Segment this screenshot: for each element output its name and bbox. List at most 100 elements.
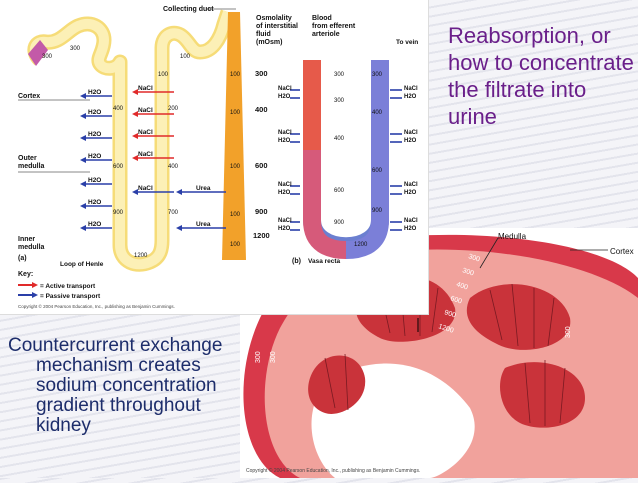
vasa-nacl-l3: NaCl bbox=[278, 182, 292, 188]
duct-value-5: 100 bbox=[230, 242, 241, 248]
blood-label-2: from efferent bbox=[312, 23, 356, 30]
kidney-value-600: 600 bbox=[449, 295, 462, 305]
loop-value-900: 900 bbox=[113, 210, 124, 216]
vasa-nacl-r1: NaCl bbox=[404, 86, 418, 92]
vasa-value-9: 900 bbox=[372, 208, 383, 214]
vasa-value-5: 400 bbox=[372, 110, 383, 116]
kidney-value-300b: 300 bbox=[461, 267, 474, 277]
kidney-value-right-300: 300 bbox=[565, 326, 572, 338]
scale-400: 400 bbox=[255, 105, 268, 114]
outer-medulla-label-1: Outer bbox=[18, 155, 37, 162]
h2o-label-4: H2O bbox=[88, 153, 101, 160]
loop-value-700: 700 bbox=[168, 210, 179, 216]
vasa-value-3: 300 bbox=[334, 98, 345, 104]
loop-value-200: 200 bbox=[168, 106, 179, 112]
loop-value-100b: 100 bbox=[158, 72, 169, 78]
nacl-label-5: NaCl bbox=[138, 185, 153, 192]
key-active-label: = Active transport bbox=[40, 283, 96, 290]
duct-value-2: 100 bbox=[230, 110, 241, 116]
duct-value-1: 100 bbox=[230, 72, 241, 78]
loop-value-300a: 300 bbox=[42, 54, 53, 60]
h2o-label-3: H2O bbox=[88, 131, 101, 138]
scale-900: 900 bbox=[255, 207, 268, 216]
vasa-nacl-l2: NaCl bbox=[278, 130, 292, 136]
panel-a-label: (a) bbox=[18, 255, 27, 262]
scale-300: 300 bbox=[255, 69, 268, 78]
kidney-value-400: 400 bbox=[455, 281, 468, 291]
vasa-h2o-r4: H2O bbox=[404, 226, 417, 232]
vasa-h2o-l1: H2O bbox=[278, 94, 291, 100]
vasa-value-4: 400 bbox=[334, 136, 345, 142]
nephron-svg: Collecting duct Osmolality of interstiti… bbox=[18, 6, 418, 309]
nephron-copyright: Copyright © 2004 Pearson Education, Inc.… bbox=[18, 303, 175, 309]
key-passive-arrowhead bbox=[32, 292, 38, 298]
vasa-recta-ascending bbox=[345, 60, 389, 259]
vasa-value-2: 300 bbox=[372, 72, 383, 78]
cortex-zone-label: Cortex bbox=[18, 93, 40, 100]
nephron-figure: Collecting duct Osmolality of interstiti… bbox=[0, 0, 428, 314]
h2o-label-1: H2O bbox=[88, 89, 101, 96]
loop-value-400b: 400 bbox=[168, 164, 179, 170]
kidney-value-left-300b: 300 bbox=[270, 351, 277, 363]
duct-value-3: 100 bbox=[230, 164, 241, 170]
vasa-value-10: 1200 bbox=[354, 242, 368, 248]
duct-value-4: 100 bbox=[230, 212, 241, 218]
slide-title: Reabsorption, or how to concentrate the … bbox=[448, 23, 634, 129]
osmolality-label-4: (mOsm) bbox=[256, 39, 282, 46]
vasa-h2o-r1: H2O bbox=[404, 94, 417, 100]
loop-transport-arrows bbox=[80, 89, 226, 231]
pyramid-left bbox=[308, 355, 366, 414]
loop-of-henle bbox=[29, 10, 233, 270]
vasa-value-8: 900 bbox=[334, 220, 345, 226]
osmolality-label-2: of interstitial bbox=[256, 23, 298, 30]
vasa-nacl-l4: NaCl bbox=[278, 218, 292, 224]
kidney-value-left-300: 300 bbox=[255, 351, 262, 363]
key-active-arrowhead bbox=[32, 282, 38, 288]
medulla-label: Medulla bbox=[498, 232, 527, 241]
vasa-nacl-r3: NaCl bbox=[404, 182, 418, 188]
panel-b-label: (b) bbox=[292, 258, 301, 265]
h2o-label-5: H2O bbox=[88, 177, 101, 184]
vasa-h2o-l2: H2O bbox=[278, 138, 291, 144]
vasa-nacl-r4: NaCl bbox=[404, 218, 418, 224]
inner-medulla-label-2: medulla bbox=[18, 244, 45, 251]
loop-value-400a: 400 bbox=[113, 106, 124, 112]
scale-1200: 1200 bbox=[253, 231, 270, 240]
osmolality-label-3: fluid bbox=[256, 31, 271, 38]
kidney-value-900: 900 bbox=[443, 309, 456, 319]
vasa-transport-arrows bbox=[290, 89, 402, 231]
vasa-h2o-r3: H2O bbox=[404, 190, 417, 196]
to-vein-label: To vein bbox=[396, 39, 418, 46]
loop-of-henle-label: Loop of Henle bbox=[60, 261, 104, 268]
nacl-label-1: NaCl bbox=[138, 85, 153, 92]
slide-body-text: Countercurrent exchange mechanism create… bbox=[8, 335, 223, 436]
vasa-value-1: 300 bbox=[334, 72, 345, 78]
vasa-recta-outer bbox=[303, 60, 389, 256]
vasa-value-6: 600 bbox=[334, 188, 345, 194]
vasa-recta-label: Vasa recta bbox=[308, 258, 341, 265]
h2o-label-2: H2O bbox=[88, 109, 101, 116]
key-passive-label: = Passive transport bbox=[40, 293, 101, 300]
loop-value-600: 600 bbox=[113, 164, 124, 170]
glomerulus-vessel bbox=[28, 40, 48, 66]
scale-600: 600 bbox=[255, 161, 268, 170]
vasa-nacl-r2: NaCl bbox=[404, 130, 418, 136]
h2o-label-6: H2O bbox=[88, 199, 101, 206]
kidney-value-1200: 1200 bbox=[437, 323, 454, 335]
nacl-label-4: NaCl bbox=[138, 151, 153, 158]
loop-value-100a: 100 bbox=[180, 54, 191, 60]
nacl-label-3: NaCl bbox=[138, 129, 153, 136]
urea-label-2: Urea bbox=[196, 221, 211, 228]
key-title: Key: bbox=[18, 271, 33, 278]
vasa-recta-descending-bottom bbox=[303, 150, 347, 259]
inner-medulla-label-1: Inner bbox=[18, 236, 35, 243]
collecting-duct bbox=[222, 12, 246, 260]
vasa-h2o-l3: H2O bbox=[278, 190, 291, 196]
vasa-h2o-r2: H2O bbox=[404, 138, 417, 144]
urea-label-1: Urea bbox=[196, 185, 211, 192]
loop-value-1200: 1200 bbox=[134, 253, 148, 259]
kidney-value-300a: 300 bbox=[467, 253, 480, 263]
h2o-label-7: H2O bbox=[88, 221, 101, 228]
vasa-h2o-l4: H2O bbox=[278, 226, 291, 232]
osmolality-label-1: Osmolality bbox=[256, 15, 292, 22]
